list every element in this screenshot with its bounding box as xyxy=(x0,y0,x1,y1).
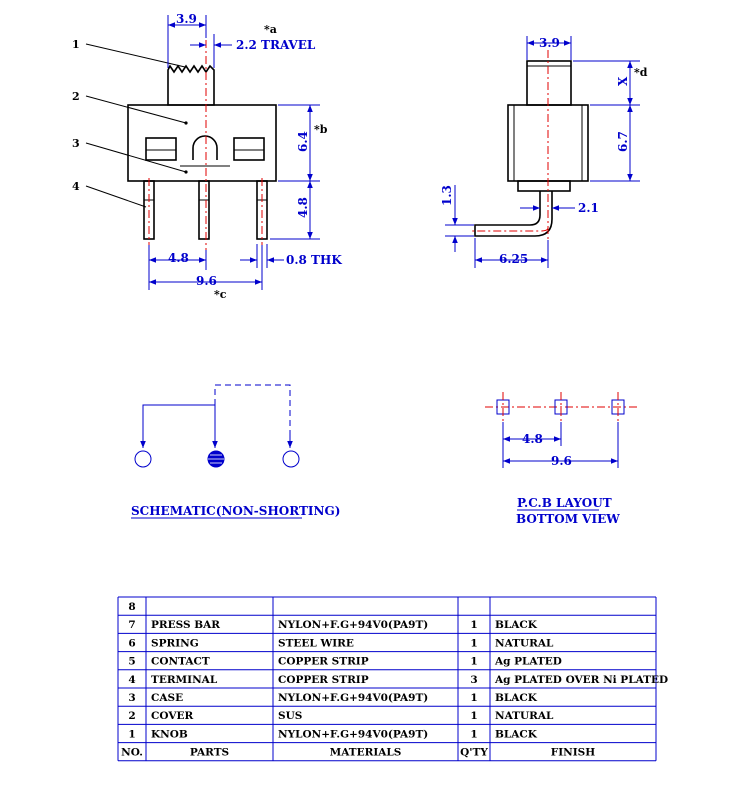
table-header-material: MATERIALS xyxy=(330,747,402,759)
side-view: 3.9 X *d 6.7 1.3 2.1 6.25 xyxy=(440,36,648,268)
terminal-right xyxy=(282,450,300,468)
table-header-finish: FINISH xyxy=(551,747,595,759)
table-cell-finish: Ag PLATED OVER Ni PLATED xyxy=(494,674,668,686)
body-slot-right xyxy=(233,137,265,161)
table-cell-no: 1 xyxy=(128,728,135,740)
side-dim-bend-height: 1.3 xyxy=(440,185,454,206)
pcb-caption-line2: BOTTOM VIEW xyxy=(516,512,620,526)
table-cell-material: COPPER STRIP xyxy=(278,674,369,686)
pcb-dim-pitch: 4.8 xyxy=(522,432,543,446)
table-cell-material: SUS xyxy=(278,710,302,722)
bent-terminal xyxy=(474,191,553,237)
schematic: SCHEMATIC(NON-SHORTING) xyxy=(131,384,340,519)
table-cell-qty: 1 xyxy=(470,710,477,722)
table-cell-no: 3 xyxy=(128,692,135,704)
table-cell-qty: 1 xyxy=(470,692,477,704)
side-dim-body-height: 6.7 xyxy=(616,131,630,152)
table-cell-qty: 1 xyxy=(470,728,477,740)
table-cell-no: 2 xyxy=(128,710,135,722)
side-knob xyxy=(526,60,572,106)
side-dim-width-top: 3.9 xyxy=(539,36,560,50)
table-cell-finish: BLACK xyxy=(495,619,538,631)
dim-pin-length: 4.8 xyxy=(296,197,310,218)
table-cell-qty: 3 xyxy=(470,674,477,686)
dim-pitch: 4.8 xyxy=(168,251,189,265)
table-cell-qty: 1 xyxy=(470,619,477,631)
table-cell-part: TERMINAL xyxy=(151,674,218,686)
body-height-mark: *b xyxy=(314,123,328,136)
table-cell-finish: NATURAL xyxy=(495,710,554,722)
table-header-part: PARTS xyxy=(190,747,229,759)
overall-width-mark: *c xyxy=(214,288,227,301)
table-cell-no: 7 xyxy=(128,619,135,631)
body-slot-left xyxy=(145,137,177,161)
table-cell-part: PRESS BAR xyxy=(151,619,220,631)
table-cell-no: 6 xyxy=(128,637,135,649)
table-cell-finish: BLACK xyxy=(495,692,538,704)
switch-body xyxy=(127,104,277,182)
table-cell-material: COPPER STRIP xyxy=(278,656,369,668)
table-cell-material: NYLON+F.G+94V0(PA9T) xyxy=(278,619,428,631)
table-cell-material: STEEL WIRE xyxy=(278,637,354,649)
callout-3: 3 xyxy=(72,137,80,150)
dim-width-top: 3.9 xyxy=(176,12,197,26)
front-view: 1 2 3 4 3.9 *a 2.2 TRAVEL 6.4 *b 4.8 4.8 xyxy=(72,12,342,301)
callout-2: 2 xyxy=(72,90,80,103)
table-cell-finish: NATURAL xyxy=(495,637,554,649)
table-header-no: NO. xyxy=(121,747,143,759)
table-cell-qty: 1 xyxy=(470,637,477,649)
table-cell-part: SPRING xyxy=(151,637,199,649)
callout-1: 1 xyxy=(72,38,80,51)
table-cell-part: KNOB xyxy=(151,728,188,740)
schematic-caption: SCHEMATIC(NON-SHORTING) xyxy=(131,504,340,518)
table-cell-qty: 1 xyxy=(470,656,477,668)
dim-travel: 2.2 TRAVEL xyxy=(236,38,316,52)
table-header-qty: Q'TY xyxy=(460,747,488,759)
side-dim-foot-length: 6.25 xyxy=(499,252,528,266)
knob xyxy=(167,64,215,106)
table-cell-no: 4 xyxy=(128,674,135,686)
pcb-caption-line1: P.C.B LAYOUT xyxy=(517,496,612,510)
terminal-left xyxy=(134,450,152,468)
side-dim-bend-offset: 2.1 xyxy=(578,201,599,215)
center-arch xyxy=(192,135,218,160)
travel-mark: *a xyxy=(264,23,277,36)
table-cell-finish: Ag PLATED xyxy=(494,656,562,668)
table-cell-part: COVER xyxy=(151,710,193,722)
dim-body-height: 6.4 xyxy=(296,131,310,152)
pcb-dim-overall: 9.6 xyxy=(551,454,572,468)
table-cell-material: NYLON+F.G+94V0(PA9T) xyxy=(278,728,428,740)
table-cell-no: 5 xyxy=(128,656,135,668)
callout-4: 4 xyxy=(72,180,80,193)
table-cell-part: CONTACT xyxy=(151,656,210,668)
knob-height-mark: *d xyxy=(634,66,648,79)
table-cell-finish: BLACK xyxy=(495,728,538,740)
table-cell-material: NYLON+F.G+94V0(PA9T) xyxy=(278,692,428,704)
table-cell-part: CASE xyxy=(151,692,183,704)
table-cell-no: 8 xyxy=(128,601,135,613)
side-dim-knob-height: X xyxy=(616,76,630,86)
dim-thickness: 0.8 THK xyxy=(286,253,342,267)
dim-overall-width: 9.6 xyxy=(196,274,217,288)
pcb-layout: 4.8 9.6 P.C.B LAYOUT BOTTOM VIEW xyxy=(485,392,640,526)
